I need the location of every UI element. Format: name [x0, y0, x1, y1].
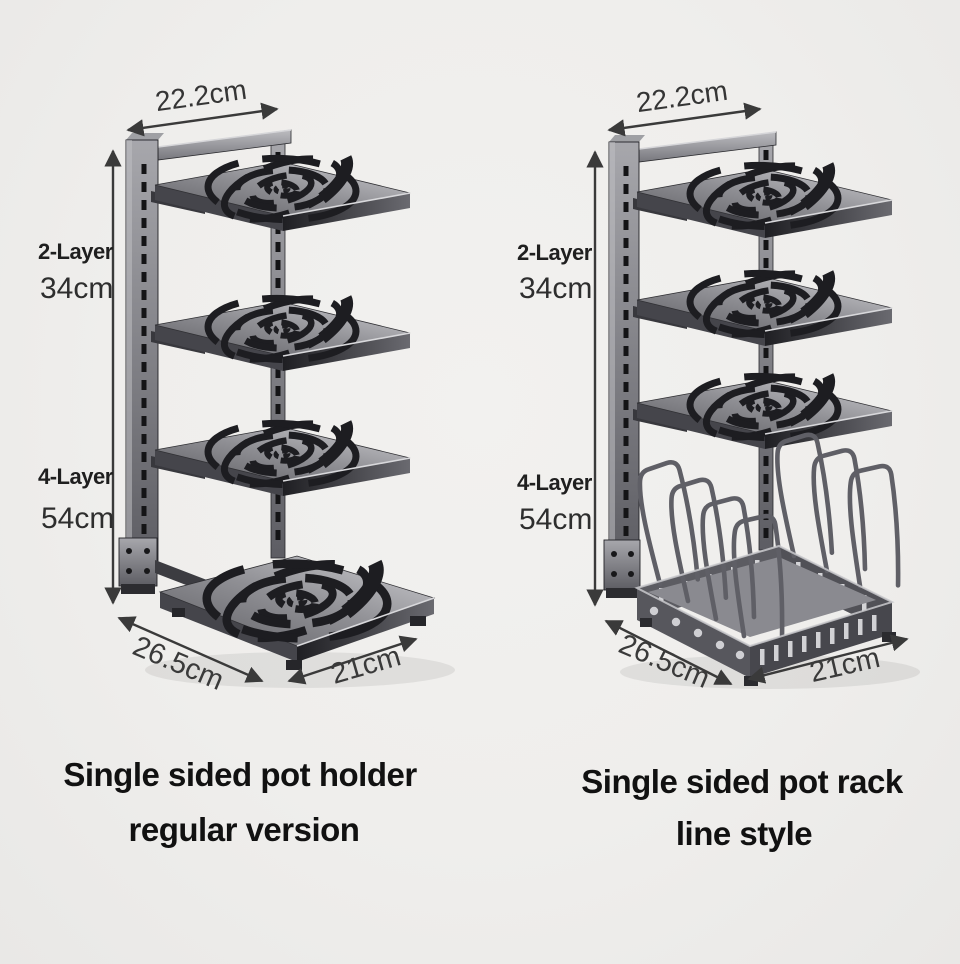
dimension-label-4layer-left: 4-Layer	[38, 464, 113, 489]
dimension-label-54cm-left: 54cm	[41, 502, 115, 535]
dimension-label-54cm-right: 54cm	[519, 503, 593, 536]
dimension-label-34cm-right: 34cm	[519, 272, 593, 305]
dimension-label-4layer-right: 4-Layer	[517, 470, 592, 495]
dimension-label-2layer-left: 2-Layer	[38, 239, 113, 264]
dimension-arrow-depth-right	[604, 619, 733, 686]
dimension-arrow-depth-left	[117, 616, 264, 683]
caption-left-line2: regular version	[128, 811, 360, 848]
dimension-arrow-top-width-left	[126, 102, 279, 137]
caption-left-line1: Single sided pot holder	[63, 756, 417, 793]
dimension-arrow-top-width-right	[607, 102, 762, 137]
pot-rack-line-style-illustration	[603, 131, 920, 689]
caption-right-line1: Single sided pot rack	[581, 763, 903, 800]
caption-right-line2: line style	[675, 815, 813, 852]
dimension-arrow-bottom-width-left	[287, 635, 418, 685]
pot-holder-regular-illustration	[118, 130, 455, 688]
dimension-label-2layer-right: 2-Layer	[517, 240, 592, 265]
dimension-label-34cm-left: 34cm	[40, 272, 114, 305]
dimension-arrow-bottom-width-right	[747, 634, 909, 684]
